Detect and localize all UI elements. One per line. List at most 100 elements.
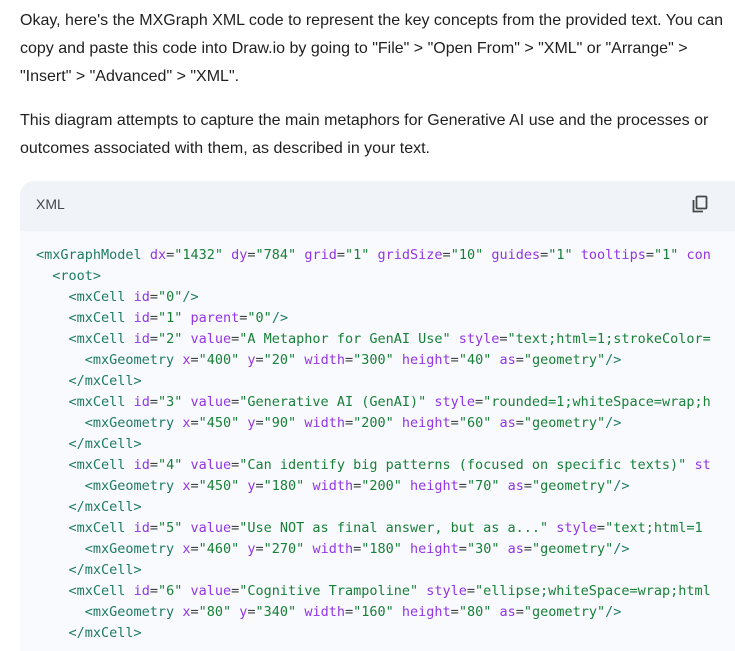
code-token: [402, 541, 410, 557]
code-line: <mxCell id="3" value="Generative AI (Gen…: [36, 392, 735, 413]
code-token: [394, 604, 402, 620]
code-line: </mxCell>: [36, 623, 735, 644]
code-token: <mxGeometry: [84, 415, 175, 431]
code-token: <mxCell: [68, 289, 126, 305]
code-token: y: [239, 604, 248, 620]
code-token: [182, 394, 190, 410]
code-token: height: [410, 541, 459, 557]
code-token: dx: [149, 247, 167, 263]
code-token: "text;html=1: [605, 520, 703, 536]
code-token: "80": [198, 604, 232, 620]
code-content: <mxGraphModel dx="1432" dy="784" grid="1…: [20, 231, 735, 651]
code-token: "1": [653, 247, 679, 263]
code-token: [125, 520, 133, 536]
code-token: id: [133, 289, 150, 305]
code-token: [182, 520, 190, 536]
code-token: "90": [263, 415, 297, 431]
code-token: "1432": [174, 247, 223, 263]
code-token: dy: [231, 247, 248, 263]
code-language-label: XML: [36, 196, 65, 212]
code-token: [36, 394, 69, 410]
code-token: =: [450, 352, 459, 368]
code-token: <mxCell: [68, 331, 126, 347]
code-token: [182, 583, 190, 599]
code-token: "30": [466, 541, 500, 557]
code-token: =: [458, 478, 467, 494]
code-token: "5": [157, 520, 183, 536]
code-token: "180": [361, 541, 402, 557]
code-line: <mxCell id="4" value="Can identify big p…: [36, 455, 735, 476]
code-token: [36, 289, 69, 305]
code-token: [36, 373, 69, 389]
code-token: as: [499, 352, 516, 368]
code-token: />: [605, 604, 622, 620]
code-token: "200": [353, 415, 394, 431]
code-token: st: [694, 457, 711, 473]
code-token: y: [247, 541, 256, 557]
code-token: [36, 436, 69, 452]
code-token: x: [182, 415, 191, 431]
code-token: [125, 457, 133, 473]
code-token: [182, 331, 190, 347]
code-token: [36, 331, 69, 347]
code-token: y: [247, 352, 256, 368]
code-token: [36, 310, 69, 326]
code-token: "20": [263, 352, 297, 368]
code-token: width: [304, 415, 345, 431]
code-token: y: [247, 415, 256, 431]
code-token: [418, 583, 426, 599]
code-token: =: [255, 352, 264, 368]
code-token: <mxGeometry: [84, 604, 175, 620]
code-token: "450": [198, 415, 240, 431]
code-token: </mxCell>: [68, 436, 142, 452]
code-token: <mxCell: [68, 394, 126, 410]
code-token: "784": [255, 247, 297, 263]
code-token: value: [190, 394, 232, 410]
code-token: =: [442, 247, 451, 263]
code-token: x: [182, 352, 191, 368]
description-paragraph: This diagram attempts to capture the mai…: [20, 112, 709, 157]
code-token: =: [344, 352, 354, 368]
code-token: =: [231, 520, 240, 536]
code-token: style: [556, 520, 597, 536]
code-token: "Use NOT as final answer, but as a...": [239, 520, 549, 536]
code-token: guides: [491, 247, 541, 263]
code-line: <mxCell id="5" value="Use NOT as final a…: [36, 518, 735, 539]
code-token: [573, 247, 581, 263]
code-token: =: [190, 352, 199, 368]
code-token: =: [523, 478, 532, 494]
code-token: "0": [157, 289, 183, 305]
code-token: style: [434, 394, 475, 410]
code-token: "1": [548, 247, 573, 263]
code-token: =: [458, 541, 467, 557]
code-token: "geometry": [532, 478, 614, 494]
copy-icon[interactable]: [690, 194, 710, 214]
code-line: </mxCell>: [36, 560, 735, 581]
code-token: =: [523, 541, 532, 557]
code-token: "10": [450, 247, 484, 263]
code-token: [36, 583, 69, 599]
code-token: id: [133, 331, 150, 347]
code-token: <mxCell: [68, 583, 126, 599]
code-token: <mxCell: [68, 310, 126, 326]
code-token: =: [190, 541, 199, 557]
code-token: =: [231, 457, 240, 473]
code-token: "4": [157, 457, 183, 473]
code-token: "Can identify big patterns (focused on s…: [239, 457, 687, 473]
code-token: "0": [247, 310, 272, 326]
code-token: "2": [157, 331, 183, 347]
code-token: width: [304, 352, 345, 368]
code-token: x: [182, 478, 191, 494]
code-token: [394, 415, 402, 431]
code-token: />: [605, 415, 622, 431]
code-token: [36, 415, 85, 431]
code-line: <mxCell id="6" value="Cognitive Trampoli…: [36, 581, 735, 602]
code-token: =: [499, 331, 508, 347]
code-token: [36, 457, 69, 473]
code-token: =: [149, 289, 158, 305]
code-token: "geometry": [523, 415, 606, 431]
code-token: =: [336, 247, 345, 263]
copy-icon-glyph: [692, 195, 708, 213]
code-token: =: [149, 331, 158, 347]
code-token: style: [426, 583, 467, 599]
